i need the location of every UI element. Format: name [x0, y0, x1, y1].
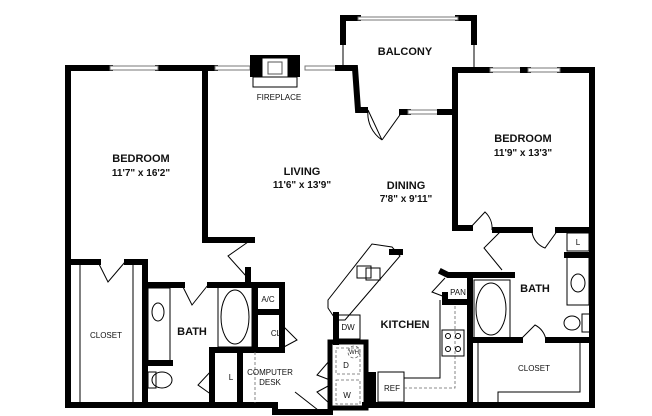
bedroom-right-label: BEDROOM — [494, 133, 551, 145]
closet-right-label: CLOSET — [518, 364, 550, 373]
bedroom-left-label: BEDROOM — [112, 153, 169, 165]
balcony-label: BALCONY — [378, 46, 433, 58]
walls — [65, 15, 595, 415]
bath-left-label: BATH — [177, 326, 207, 338]
fireplace-label: FIREPLACE — [257, 93, 301, 102]
room-labels: BALCONY FIREPLACE BEDROOM 11'7" x 16'2" … — [90, 46, 581, 400]
dining-size: 7'8" x 9'11" — [380, 194, 433, 205]
wh-label: WH — [349, 350, 359, 356]
computer-desk-line2: DESK — [259, 378, 281, 387]
washer-label: W — [343, 391, 351, 400]
ac-label: A/C — [261, 295, 275, 304]
dw-label: DW — [341, 323, 355, 332]
bedroom-left-size: 11'7" x 16'2" — [112, 168, 170, 179]
living-size: 11'6" x 13'9" — [273, 180, 331, 191]
dryer-label: D — [343, 361, 349, 370]
living-label: LIVING — [284, 166, 321, 178]
linen-left-label: L — [229, 373, 234, 382]
kitchen-label: KITCHEN — [381, 319, 430, 331]
linen-right-label: L — [576, 238, 581, 247]
bath-right-label: BATH — [520, 283, 550, 295]
pantry-label: PAN — [450, 288, 466, 297]
dining-label: DINING — [387, 180, 426, 192]
computer-desk-line1: COMPUTER — [247, 368, 293, 377]
ref-label: REF — [384, 384, 400, 393]
bedroom-right-size: 11'9" x 13'3" — [494, 148, 552, 159]
cl-label: CL — [271, 329, 282, 338]
closet-left-label: CLOSET — [90, 331, 122, 340]
